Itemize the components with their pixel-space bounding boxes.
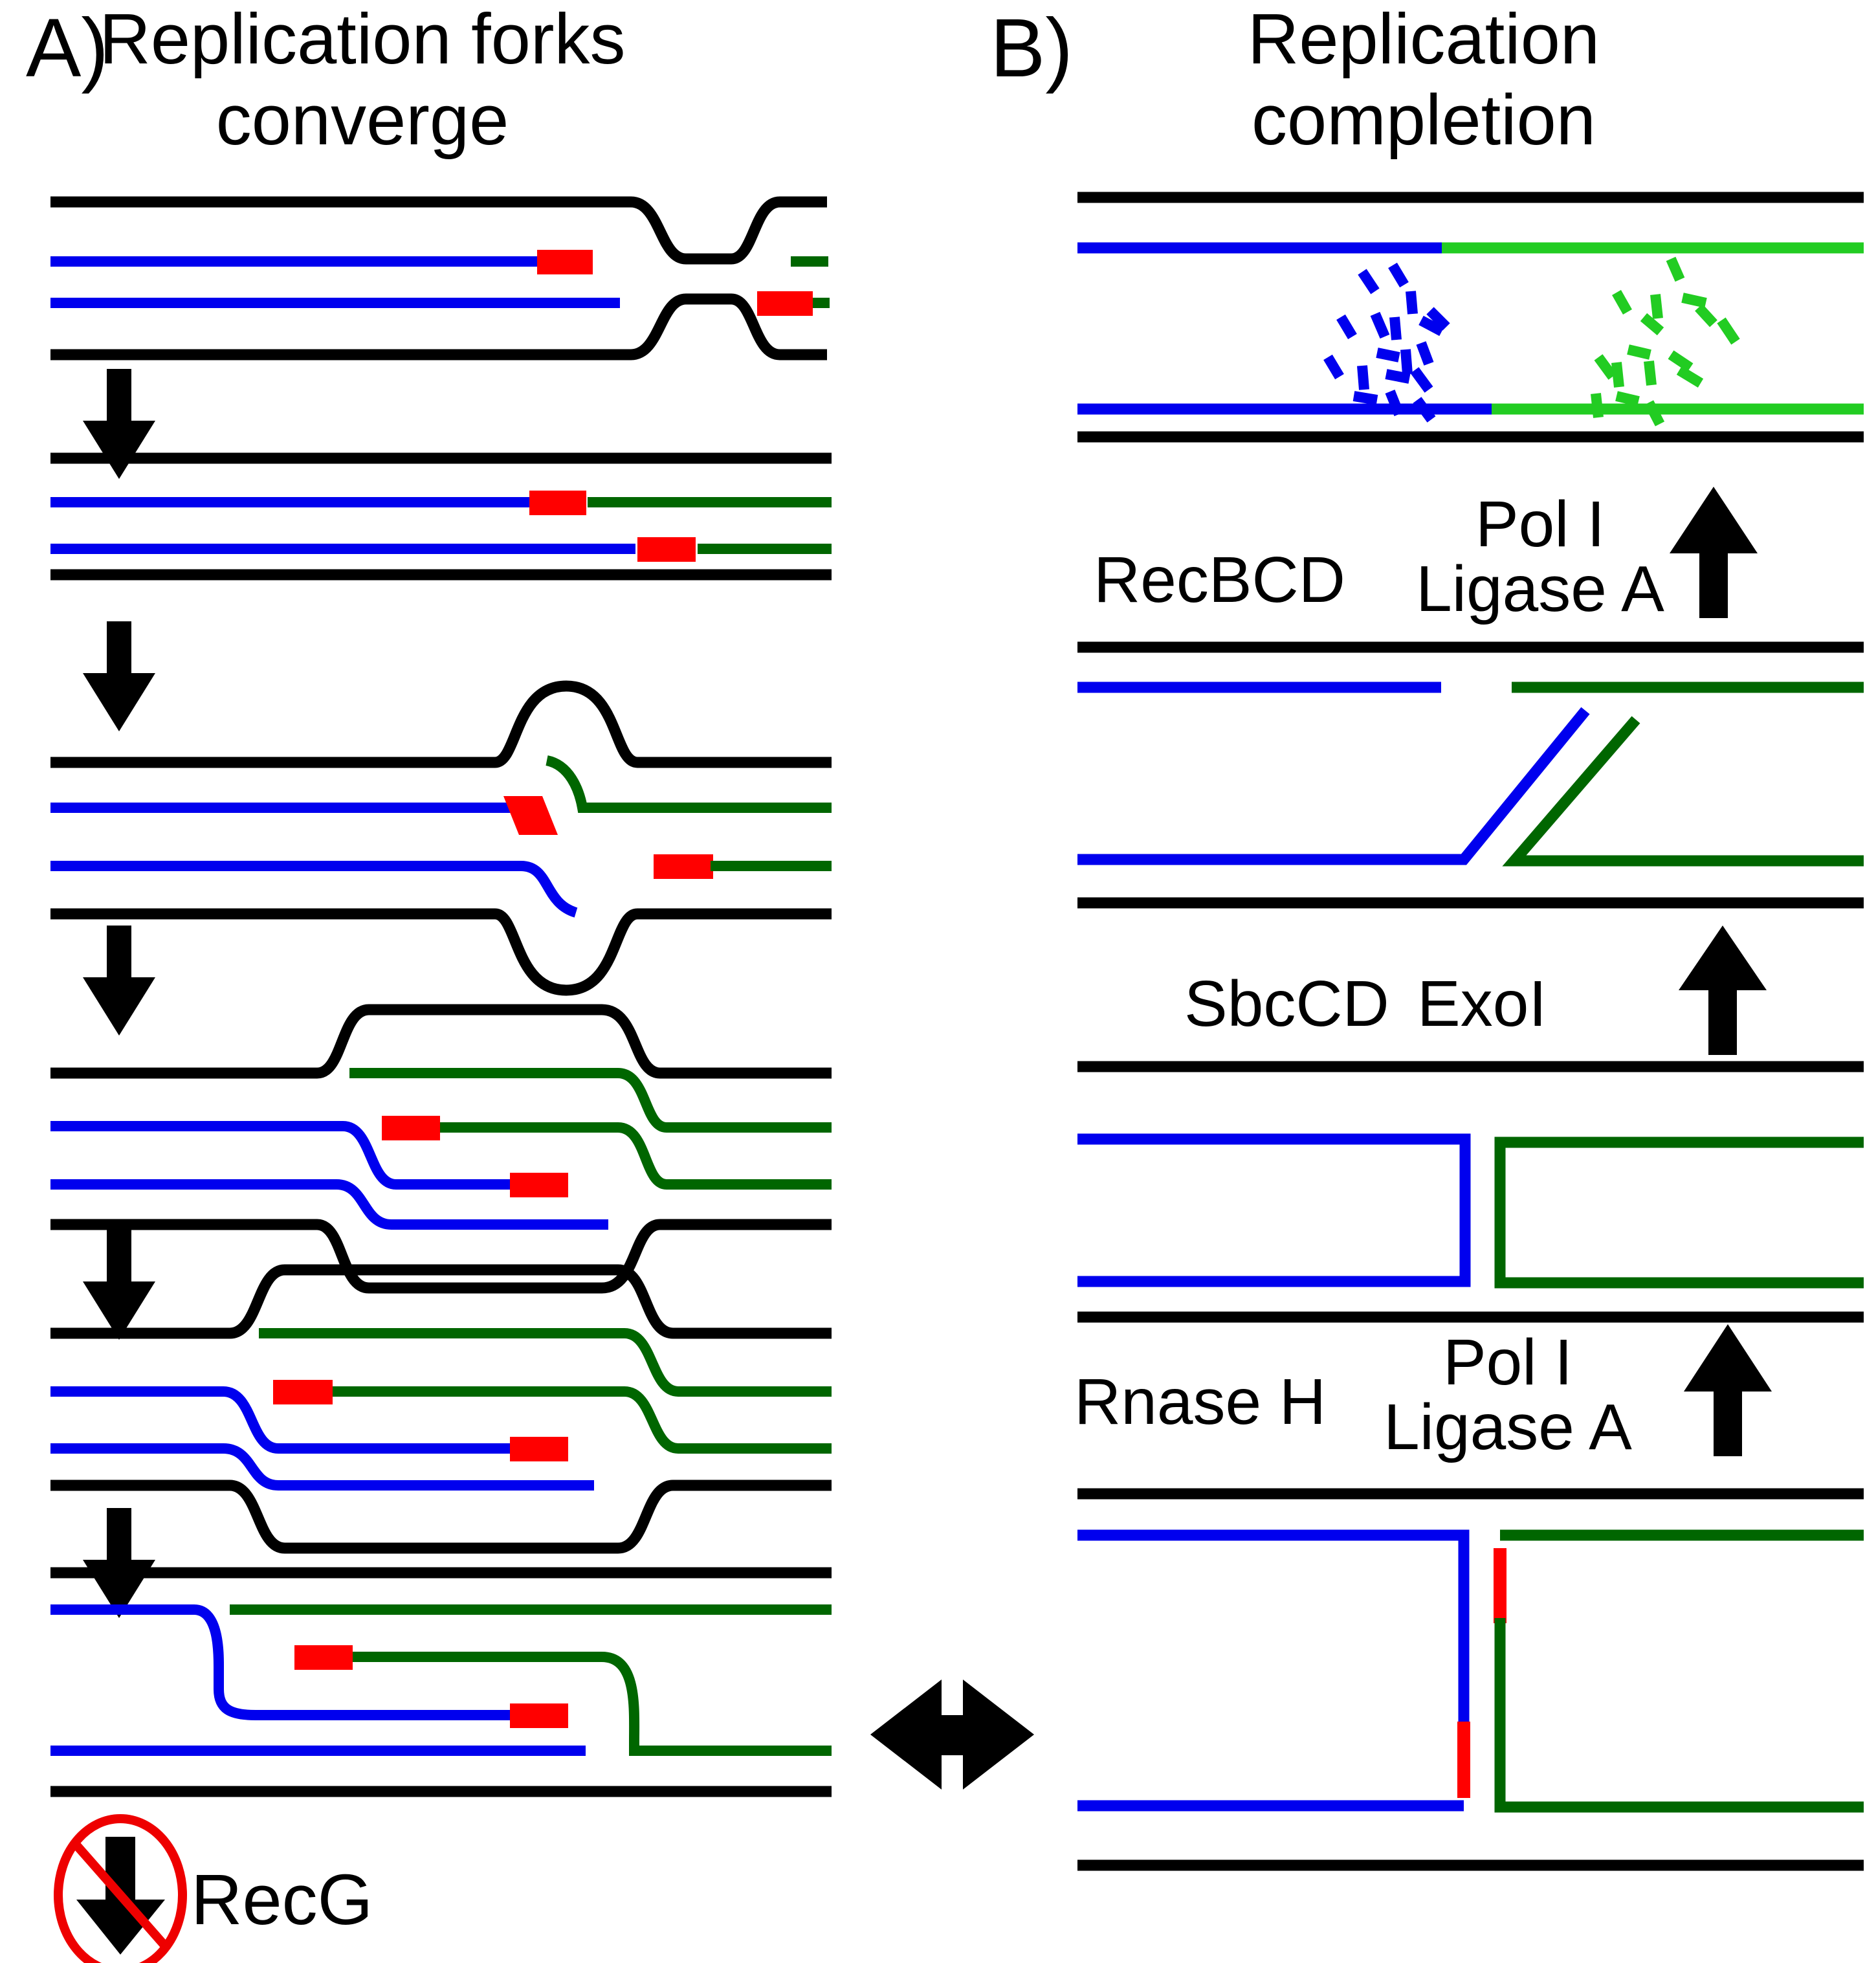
parental-strand-top — [50, 680, 832, 768]
parental-strand-bottom — [50, 908, 832, 996]
rna-primer-red-2 — [510, 1703, 568, 1728]
panel-b-title-line1: Replication — [1247, 0, 1600, 79]
parental-strand-bottom — [50, 293, 827, 360]
green-strand-loop-top — [349, 1068, 832, 1133]
no-entry-slash-icon — [69, 1838, 171, 1951]
recg-label: RecG — [191, 1860, 373, 1940]
parental-strand-bottom — [50, 1480, 832, 1554]
panel-a-title-line1: Replication forks — [99, 0, 626, 79]
rna-primer-red-2 — [510, 1173, 568, 1197]
degraded-fragments-green — [1591, 256, 1740, 427]
green-strand-hairpin — [1494, 1137, 1864, 1289]
green-strand-mid — [349, 1652, 640, 1755]
panel-b-stage-3 — [1077, 1061, 1864, 1323]
rna-primer-red — [273, 1380, 333, 1404]
green-strand-loop-mid — [316, 1386, 832, 1454]
green-strand-loop-top — [259, 1328, 832, 1397]
degraded-fragments-blue — [1323, 262, 1450, 423]
step-arrow-b2 — [1679, 926, 1767, 1055]
blue-strand-3prime-tail — [1077, 707, 1590, 865]
panel-a-title-line2: converge — [215, 80, 509, 160]
step-arrow-b1 — [1670, 487, 1758, 618]
panel-b-stage-2 — [1077, 641, 1864, 909]
step-arrow-a2 — [83, 621, 155, 731]
panel-a-stage-4 — [50, 1004, 832, 1294]
parental-strand-top — [50, 1004, 832, 1079]
enzyme-label-ligase-a-1: Ligase A — [1416, 553, 1664, 625]
parental-strand-top — [50, 1264, 832, 1339]
rna-primer-red — [382, 1116, 440, 1140]
blue-strand-loop-lower — [50, 1179, 608, 1230]
rna-primer-red — [294, 1645, 353, 1670]
step-arrow-b3 — [1684, 1324, 1772, 1456]
parental-strand-top — [50, 196, 827, 265]
enzyme-label-exoi: ExoI — [1417, 968, 1547, 1040]
rna-primer-red — [503, 796, 558, 835]
enzyme-label-pol-i-2: Pol I — [1442, 1326, 1573, 1399]
panel-b-title-line2: completion — [1252, 80, 1596, 160]
panel-b-stage-1 — [1077, 192, 1864, 443]
blue-strand-loop-upper — [50, 1386, 511, 1454]
enzyme-label-ligase-a-2: Ligase A — [1384, 1391, 1632, 1463]
parental-strand-bottom — [50, 1219, 832, 1294]
blue-strand-loop-lower — [50, 1443, 594, 1491]
displaced-blue-strand — [50, 861, 578, 918]
blue-strand-hairpin — [1077, 1133, 1471, 1287]
rna-primer-red — [529, 491, 586, 515]
green-strand-loop-mid — [400, 1122, 832, 1190]
green-strand-3prime-tail — [1502, 716, 1864, 867]
enzyme-label-recbcd: RecBCD — [1094, 544, 1345, 616]
rna-primer-red-2 — [654, 854, 713, 879]
step-arrow-a5 — [83, 1508, 155, 1618]
enzyme-label-pol-i-1: Pol I — [1475, 488, 1606, 560]
step-arrow-a3 — [83, 926, 155, 1036]
rna-primer-red-2 — [757, 291, 813, 316]
enzyme-label-rnase-h: Rnase H — [1074, 1366, 1327, 1438]
panel-a-stage-6 — [50, 1567, 832, 1797]
panel-a-stage-5 — [50, 1264, 832, 1554]
rna-primer-red — [537, 250, 593, 274]
panel-a-letter: A) — [26, 2, 109, 94]
rna-primer-red-2 — [637, 537, 696, 562]
panel-a-stage-3 — [50, 680, 832, 996]
panel-a-stage-2 — [50, 452, 832, 581]
blue-strand-nicked — [1077, 1529, 1470, 1728]
step-arrow-a4 — [83, 1230, 155, 1340]
no-entry-circle-icon — [54, 1814, 187, 1963]
blue-strand-upper — [50, 1604, 511, 1720]
blue-strand-loop-upper — [50, 1121, 511, 1190]
rna-primer-red-2 — [510, 1437, 568, 1461]
recg-blocked-arrow-icon — [54, 1814, 187, 1963]
double-headed-horizontal-arrow-icon — [870, 1680, 1034, 1790]
panel-a-stage-1 — [50, 196, 830, 360]
displaced-green-strand — [545, 755, 832, 813]
green-strand-nicked — [1494, 1618, 1864, 1813]
step-arrow-a1 — [83, 369, 155, 479]
enzyme-label-sbccd: SbcCD — [1184, 968, 1389, 1040]
panel-b-letter: B) — [990, 2, 1073, 94]
panel-b-stage-4 — [1077, 1488, 1864, 1871]
